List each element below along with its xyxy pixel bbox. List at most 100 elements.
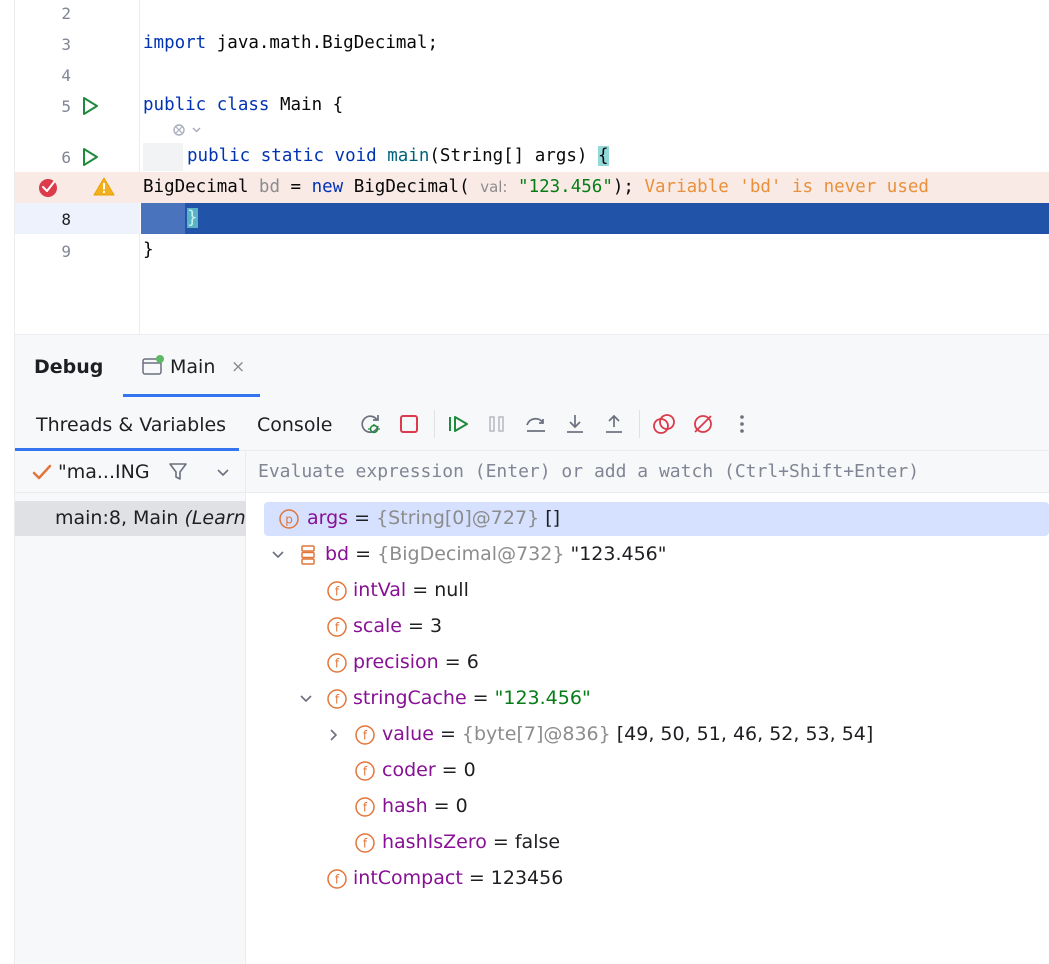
step-out-icon[interactable] [601,411,627,437]
stack-frame-item[interactable]: main:8, Main (Learn0 [15,501,246,536]
thread-selector[interactable]: "ma...ING [15,451,246,493]
resume-icon[interactable] [445,411,471,437]
variable-row-intVal[interactable]: f intVal = null [246,574,1049,608]
debug-tab-bar: Debug Main × [15,335,1049,397]
code-text: } [187,208,198,228]
line-number: 6 [61,148,71,167]
svg-text:f: f [335,585,340,599]
variable-row-precision[interactable]: f precision = 6 [246,646,1049,680]
svg-text:f: f [363,837,368,851]
debug-title: Debug [34,356,104,378]
step-into-icon[interactable] [562,411,588,437]
breakpoint-icon[interactable] [37,176,59,198]
watch-placeholder: Evaluate expression (Enter) or add a wat… [258,461,920,482]
variable-text: coder = 0 [382,759,476,781]
svg-text:f: f [363,801,368,815]
indent-guide [143,143,183,171]
code-line-7[interactable]: BigDecimal bd = new BigDecimal( val: "12… [0,172,1049,203]
more-icon[interactable] [729,411,755,437]
code-text: } [143,240,154,260]
code-line-4[interactable]: 4 [15,59,1049,90]
code-text: BigDecimal bd = new BigDecimal( val: "12… [143,177,929,197]
field-icon: f [354,724,376,746]
parameter-icon: p [278,508,300,530]
variable-row-coder[interactable]: f coder = 0 [246,754,1049,788]
code-line-8[interactable]: 8 } [15,203,1049,234]
variable-text: intCompact = 123456 [353,867,564,889]
variable-row-value[interactable]: f value = {byte[7]@836} [49, 50, 51, 46,… [246,718,1049,752]
variable-row-scale[interactable]: f scale = 3 [246,610,1049,644]
debug-panel: Debug Main × Threads & Variables Console [0,334,1049,964]
variable-text: precision = 6 [353,651,479,673]
toolbar-separator [639,410,640,438]
variable-row-intCompact[interactable]: f intCompact = 123456 [246,862,1049,896]
variable-row-stringCache[interactable]: f stringCache = "123.456" [246,682,1049,716]
variable-text: value = {byte[7]@836} [49, 50, 51, 46, 5… [382,723,874,745]
run-gutter-icon[interactable] [79,95,101,117]
code-editor[interactable]: 2 3 import java.math.BigDecimal; 4 5 pub… [0,0,1049,334]
code-line-6[interactable]: 6 public static void main(String[] args)… [15,141,1049,172]
line-number: 3 [61,35,71,54]
svg-text:f: f [363,765,368,779]
svg-text:p: p [285,513,293,527]
field-icon: f [354,760,376,782]
variable-text: hashIsZero = false [382,831,561,853]
chevron-down-icon[interactable] [298,691,314,707]
rerun-icon[interactable] [358,411,384,437]
variable-text: bd = {BigDecimal@732} "123.456" [325,543,667,565]
thread-label: "ma...ING [58,461,150,483]
frames-panel: "ma...ING main:8, Main (Learn0 [0,451,246,964]
variable-row-args[interactable]: p args = {String[0]@727} [] [264,502,1049,536]
mute-breakpoints-icon[interactable] [690,411,716,437]
execution-point-highlight [141,203,1049,234]
run-config-icon [141,355,165,381]
gutter-separator [139,0,140,334]
variables-panel: Evaluate expression (Enter) or add a wat… [246,451,1049,964]
code-text: import java.math.BigDecimal; [143,33,439,53]
variable-text: args = {String[0]@727} [] [307,507,561,529]
close-icon[interactable]: × [231,357,246,377]
code-line-9[interactable]: 9 } [15,235,1049,266]
run-gutter-icon[interactable] [79,146,101,168]
tab-main[interactable]: Main × [123,335,260,397]
inline-warning: Variable 'bd' is never used [644,177,929,197]
left-tool-strip [0,0,15,964]
variable-row-hashIsZero[interactable]: f hashIsZero = false [246,826,1049,860]
debug-toolbar: Threads & Variables Console [15,397,1049,451]
field-icon: f [354,796,376,818]
variable-row-bd[interactable]: bd = {BigDecimal@732} "123.456" [246,538,1049,572]
field-icon: f [326,688,348,710]
code-line-3[interactable]: 3 import java.math.BigDecimal; [15,28,1049,59]
variable-text: hash = 0 [382,795,468,817]
field-icon: f [326,868,348,890]
field-icon: f [354,832,376,854]
code-line-2[interactable]: 2 [15,0,1049,28]
code-line-5[interactable]: 5 public class Main { [15,90,1049,121]
chevron-down-icon[interactable] [215,465,231,485]
warning-icon[interactable] [93,176,115,198]
view-breakpoints-icon[interactable] [651,411,677,437]
stop-icon[interactable] [396,411,422,437]
toolbar-separator [434,410,435,438]
code-text: public static void main(String[] args) { [187,146,609,166]
line-number: 2 [61,4,71,23]
pause-icon[interactable] [484,411,510,437]
variable-text: stringCache = "123.456" [353,687,591,709]
ai-assistant-icon[interactable] [170,121,204,139]
indent-block [141,203,185,234]
line-number: 9 [61,242,71,261]
svg-text:f: f [363,729,368,743]
chevron-right-icon[interactable] [326,727,342,743]
stack-frame-label: main:8, Main (Learn0 [55,507,246,529]
tab-threads-variables[interactable]: Threads & Variables [15,397,239,451]
step-over-icon[interactable] [523,411,549,437]
variable-row-hash[interactable]: f hash = 0 [246,790,1049,824]
tab-console[interactable]: Console [257,414,333,436]
watch-expression-input[interactable]: Evaluate expression (Enter) or add a wat… [246,451,1049,493]
filter-icon[interactable] [167,461,189,487]
code-text: public class Main { [143,95,344,115]
variable-text: intVal = null [353,579,469,601]
svg-text:f: f [335,873,340,887]
field-icon: f [326,652,348,674]
chevron-down-icon[interactable] [270,547,286,563]
